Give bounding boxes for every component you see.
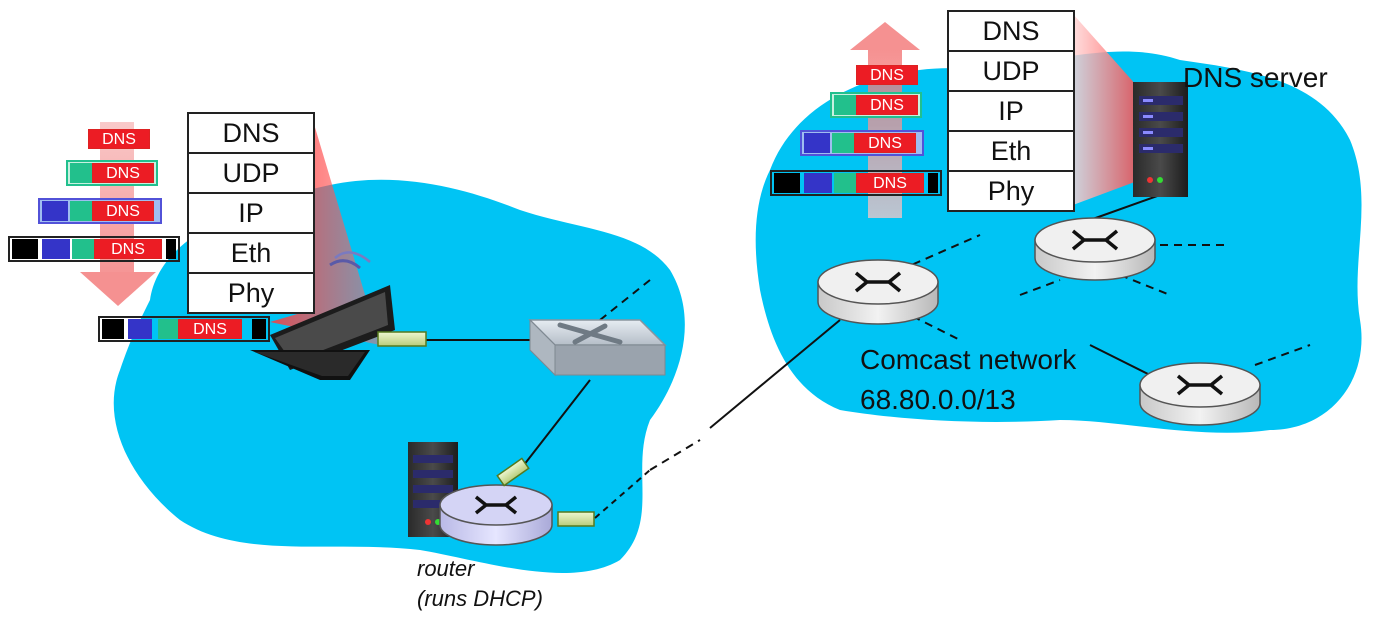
dhcp-server-icon (408, 442, 458, 537)
transmitted-frame-packet: DNS (98, 316, 270, 342)
dns-message-packet: DNS (88, 126, 150, 152)
client-protocol-stack: DNS UDP IP Eth Phy (187, 112, 315, 314)
eth-header (12, 239, 38, 259)
ip-header (42, 201, 68, 221)
ip-header (804, 173, 832, 193)
layer-phy: Phy (949, 170, 1073, 210)
network-links (425, 194, 1311, 519)
layer-eth: Eth (189, 232, 313, 272)
ethernet-frame-outline (98, 316, 270, 342)
dns-payload: DNS (92, 163, 154, 183)
comcast-router-icon (1034, 217, 1156, 281)
layer-phy: Phy (189, 272, 313, 312)
dns-payload: DNS (94, 239, 162, 259)
router-note-label: (runs DHCP) (417, 586, 543, 611)
laptop-icon (250, 251, 395, 380)
eth-header (774, 173, 800, 193)
layer-udp: UDP (949, 50, 1073, 90)
server-protocol-stack: DNS UDP IP Eth Phy (947, 10, 1075, 212)
udp-header (834, 173, 856, 193)
udp-segment-packet: DNS (66, 160, 158, 186)
udp-segment-packet: DNS (830, 92, 922, 118)
switch-icon (528, 318, 667, 377)
ip-header (804, 133, 830, 153)
eth-trailer (928, 173, 938, 193)
dns-payload: DNS (178, 319, 242, 339)
ip-header (42, 239, 70, 259)
ip-header (128, 319, 152, 339)
dns-payload: DNS (856, 65, 918, 85)
udp-header (72, 239, 94, 259)
dns-payload: DNS (88, 129, 150, 149)
layer-dns: DNS (982, 16, 1040, 46)
encapsulation-beam-right (1073, 14, 1145, 205)
ip-datagram-packet: DNS (800, 130, 924, 156)
router-icon (439, 484, 553, 546)
layer-ip: IP (189, 192, 313, 232)
udp-header (158, 319, 178, 339)
dns-server-icon (1133, 82, 1188, 197)
comcast-router-icon (1139, 362, 1261, 426)
layer-ip: IP (949, 90, 1073, 130)
ip-datagram-packet: DNS (38, 198, 162, 224)
layer-udp: UDP (189, 152, 313, 192)
dns-message-packet: DNS (856, 62, 918, 88)
dns-server-label: DNS server (1183, 62, 1328, 93)
layer-eth: Eth (949, 130, 1073, 170)
dns-payload: DNS (854, 133, 916, 153)
ethernet-frame-outline (8, 236, 180, 262)
comcast-router-icon (817, 259, 939, 325)
router-port-icon (496, 457, 595, 527)
dns-payload: DNS (856, 173, 924, 193)
network-prefix-label: 68.80.0.0/13 (860, 384, 1016, 415)
ethernet-frame-packet: DNS (770, 170, 942, 196)
ethernet-frame-outline (770, 170, 942, 196)
eth-trailer (252, 319, 266, 339)
dns-payload: DNS (92, 201, 154, 221)
layer-dns: DNS (222, 118, 280, 148)
encapsulation-beam-left (270, 114, 380, 345)
network-name-label: Comcast network (860, 344, 1077, 375)
laptop-port-icon (377, 331, 427, 347)
eth-trailer (166, 239, 176, 259)
udp-header (832, 133, 854, 153)
ethernet-frame-packet: DNS (8, 236, 180, 262)
udp-header (834, 95, 856, 115)
eth-header (102, 319, 124, 339)
dns-payload: DNS (856, 95, 918, 115)
router-label: router (417, 556, 475, 581)
udp-header (70, 201, 92, 221)
udp-header (70, 163, 92, 183)
